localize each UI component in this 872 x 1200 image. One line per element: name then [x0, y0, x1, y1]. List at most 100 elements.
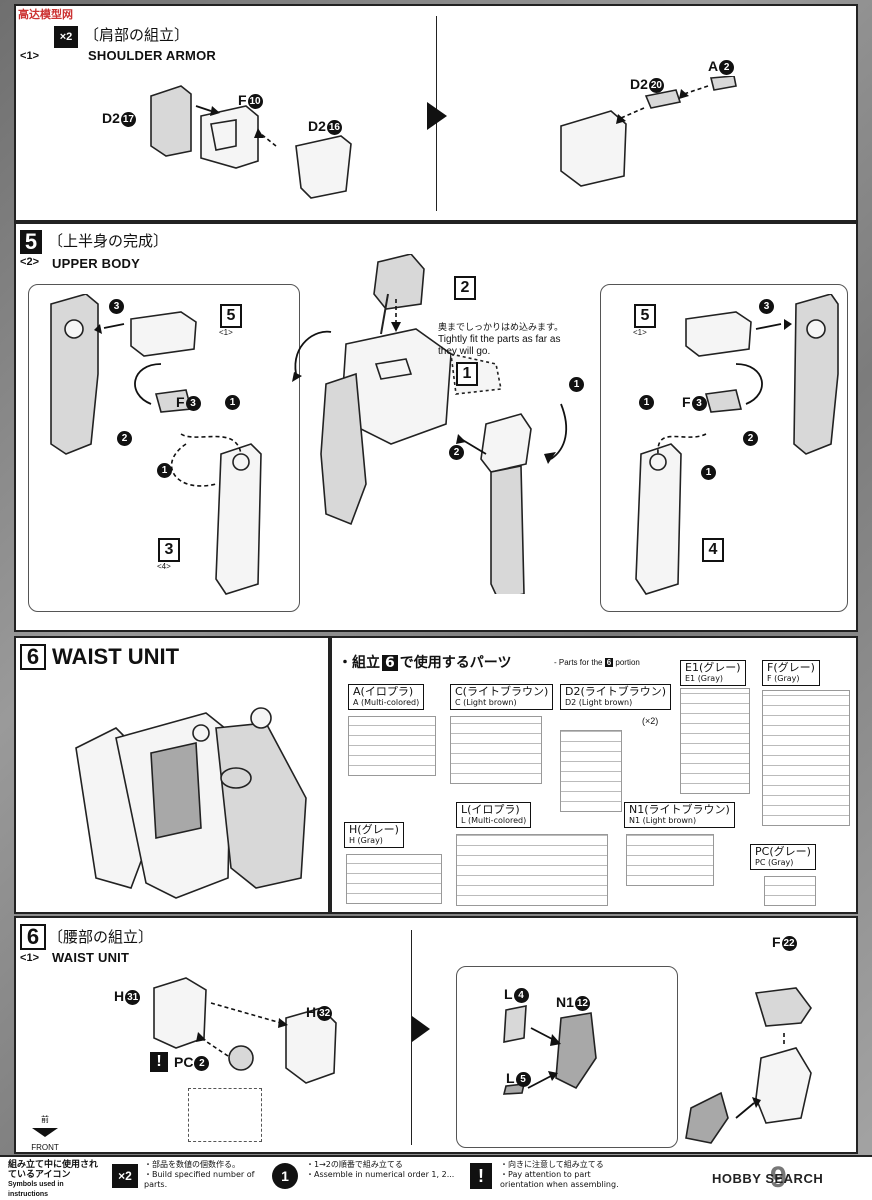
step-title-en: WAIST UNIT — [52, 644, 180, 669]
warning-icon: ! — [150, 1052, 168, 1072]
runner-a — [348, 716, 436, 776]
seq-marker: 1 — [224, 394, 240, 412]
runner-label-pc: PC(グレー)PC (Gray) — [750, 844, 816, 870]
watermark: 高达模型网 — [18, 9, 73, 21]
legend-warning-text: ・向きに注意して組み立てる・Pay attention to part orie… — [500, 1160, 619, 1189]
next-arrow-icon — [412, 1016, 430, 1042]
runner-f — [762, 690, 850, 826]
seq-marker: 2 — [742, 430, 758, 448]
front-label-jp: 前 — [41, 1115, 49, 1124]
seq-marker: 2 — [116, 430, 132, 448]
step-title-en: SHOULDER ARMOR — [88, 48, 216, 63]
legend-multiplier-text: ・部品を数値の個数作る。・Build specified number of p… — [144, 1160, 255, 1189]
sequence-icon: 1 — [272, 1163, 298, 1189]
legend-sequence-text: ・1→2の順番で組み立てる・Assemble in numerical orde… — [306, 1160, 455, 1179]
runner-c — [450, 716, 542, 784]
step-title-jp: 〔上半身の完成〕 — [48, 232, 169, 250]
warning-icon: ! — [470, 1163, 492, 1189]
runner-n1 — [626, 834, 714, 886]
waist-frame-drawing — [153, 977, 337, 1084]
ref-box-5: 5 — [220, 304, 242, 328]
front-arrow-icon — [32, 1128, 58, 1137]
runner-h — [346, 854, 442, 904]
sub-step-number: <2> — [20, 256, 39, 268]
legend-title: 組み立て中に使用されているアイコン Symbols used in instru… — [8, 1160, 99, 1198]
step-number: 6 — [20, 924, 46, 950]
seq-marker: 2 — [448, 444, 464, 462]
waist-preview-panel: 6 WAIST UNIT — [14, 636, 330, 914]
fit-note-en: Tightly fit the parts as far as they wil… — [438, 334, 561, 357]
pc-detail-box — [188, 1088, 262, 1142]
waist-unit-drawing — [75, 707, 307, 899]
runner-e1 — [680, 688, 750, 794]
runner-label-n1: N1(ライトブラウン)N1 (Light brown) — [624, 802, 735, 828]
page-number: 9 — [770, 1161, 787, 1194]
seq-marker: 3 — [758, 298, 774, 316]
multiplier-badge: ×2 — [54, 26, 78, 48]
runner-label-d2: D2(ライトブラウン)D2 (Light brown) — [560, 684, 672, 710]
ref-box-5: 5 — [634, 304, 656, 328]
parts-used-title-en: - Parts for the 6 portion — [554, 658, 640, 667]
step-number: 5 — [20, 230, 42, 254]
brand-watermark: HOBBY SEARCH — [712, 1171, 824, 1186]
next-arrow-icon — [427, 102, 447, 130]
symbol-legend: 組み立て中に使用されているアイコン Symbols used in instru… — [0, 1155, 872, 1200]
ref-box-2: 2 — [454, 276, 476, 300]
step-title-en: UPPER BODY — [52, 256, 140, 271]
runner-label-f: F(グレー)F (Gray) — [762, 660, 820, 686]
seq-marker: 1 — [568, 376, 584, 394]
shoulder-parts-drawing — [150, 85, 352, 199]
ref-box-5-sub: <1> — [633, 328, 647, 337]
torso-drawing — [292, 254, 568, 594]
runner-label-l: L(イロプラ)L (Multi-colored) — [456, 802, 532, 828]
right-arm-drawing — [635, 294, 839, 595]
runner-d2-multiplier: (×2) — [642, 716, 659, 726]
ref-box-4: 4 — [702, 538, 724, 562]
runner-label-a: A(イロプラ)A (Multi-colored) — [348, 684, 425, 710]
runner-label-e1: E1(グレー)E1 (Gray) — [680, 660, 746, 686]
ref-box-3-sub: <4> — [157, 562, 171, 571]
shoulder-assembled-drawing — [560, 76, 737, 187]
seq-marker: 1 — [700, 464, 716, 482]
step-ref-box: 6 — [382, 655, 398, 671]
step-title-en: WAIST UNIT — [52, 950, 130, 965]
sub-step-number: <1> — [20, 952, 39, 964]
ref-box-1: 1 — [456, 362, 478, 386]
runner-l — [456, 834, 608, 906]
left-arm-drawing — [50, 294, 262, 595]
front-indicator: 前 FRONT — [30, 1114, 60, 1152]
ref-box-3: 3 — [158, 538, 180, 562]
sub-step-number: <1> — [20, 50, 39, 62]
step-title-jp: 〔肩部の組立〕 — [84, 26, 190, 44]
seq-marker: 1 — [638, 394, 654, 412]
fit-note-jp: 奥までしっかりはめ込みます。 — [438, 323, 564, 333]
seq-marker: 1 — [156, 462, 172, 480]
step-number: 6 — [20, 644, 46, 670]
hip-armor-drawing — [502, 987, 812, 1144]
front-label-en: FRONT — [31, 1143, 59, 1152]
divider-line — [411, 930, 412, 1145]
runner-d2 — [560, 730, 622, 812]
multiplier-icon: ×2 — [112, 1164, 138, 1188]
runner-label-h: H(グレー)H (Gray) — [344, 822, 404, 848]
step-title-jp: 〔腰部の組立〕 — [48, 928, 154, 946]
